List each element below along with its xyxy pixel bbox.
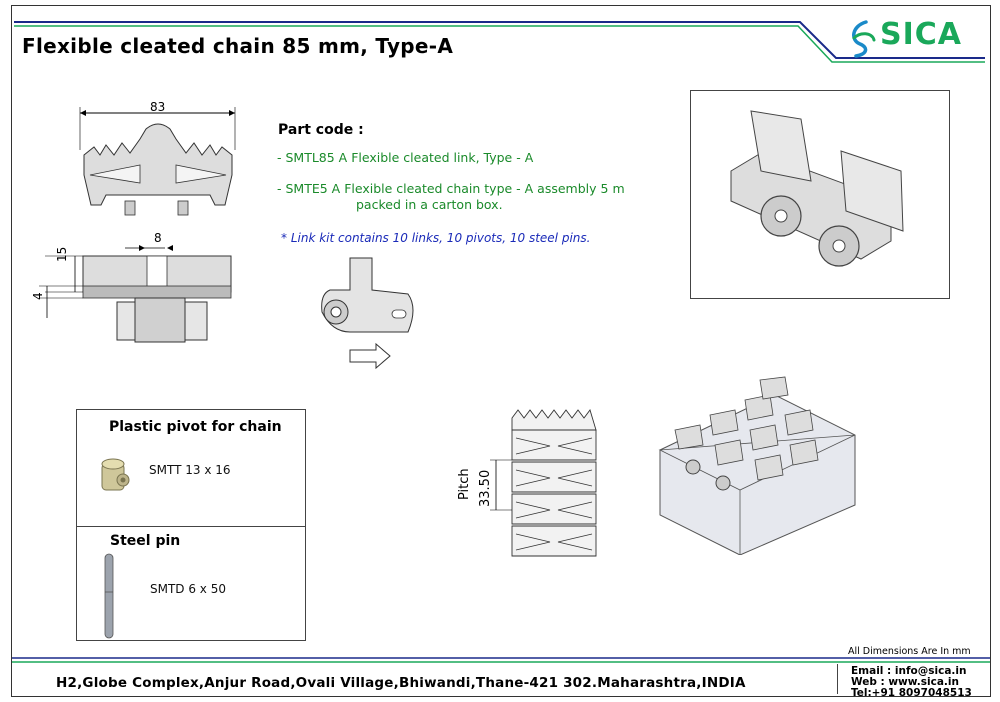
link-profile-drawing	[321, 257, 414, 370]
pitch-value: 33.50	[478, 469, 493, 507]
footer-lines	[12, 657, 990, 663]
accessories-box: Plastic pivot for chain SMTT 13 x 16 Ste…	[76, 409, 306, 641]
part-code-line-2: - SMTE5 A Flexible cleated chain type - …	[277, 181, 625, 196]
plastic-pivot-image	[101, 458, 130, 491]
dim-base: 4	[31, 292, 45, 300]
page-frame	[11, 5, 991, 697]
link-3d-image-frame	[690, 90, 950, 299]
dim-height: 15	[55, 246, 69, 262]
footer-address: H2,Globe Complex,Anjur Road,Ovali Villag…	[56, 675, 746, 691]
footer-tel: Tel:+91 8097048513	[851, 687, 972, 699]
dim-width: 83	[150, 100, 166, 114]
pivot-title: Plastic pivot for chain	[109, 419, 282, 435]
footer-email[interactable]: Email : info@sica.in	[851, 665, 967, 677]
link-kit-note: * Link kit contains 10 links, 10 pivots,…	[281, 231, 591, 245]
chain-rail-3d-image	[658, 376, 856, 555]
link-3d-image	[730, 110, 904, 267]
sica-swirl-icon	[852, 20, 876, 58]
accessories-divider	[77, 526, 305, 527]
link-side-view-drawing	[39, 245, 232, 343]
part-code-heading: Part code :	[278, 122, 364, 138]
pivot-code: SMTT 13 x 16	[149, 463, 231, 477]
dim-slot: 8	[154, 231, 162, 245]
page-title: Flexible cleated chain 85 mm, Type-A	[22, 34, 454, 58]
pin-title: Steel pin	[110, 533, 181, 549]
pitch-label: Pitch	[457, 468, 472, 500]
header-lines	[14, 21, 985, 63]
dimensions-note: All Dimensions Are In mm	[848, 646, 971, 657]
footer-divider	[837, 664, 838, 694]
pin-code: SMTD 6 x 50	[150, 582, 226, 596]
link-front-view-drawing	[79, 107, 236, 216]
footer-contact: Email : info@sica.in Web : www.sica.in T…	[851, 666, 972, 699]
chain-pitch-drawing	[490, 409, 597, 557]
part-code-line-1: - SMTL85 A Flexible cleated link, Type -…	[277, 150, 534, 165]
part-code-line-3: packed in a carton box.	[356, 197, 503, 212]
logo-text: SICA	[880, 17, 963, 52]
steel-pin-image	[104, 553, 114, 639]
footer-web[interactable]: Web : www.sica.in	[851, 676, 959, 688]
